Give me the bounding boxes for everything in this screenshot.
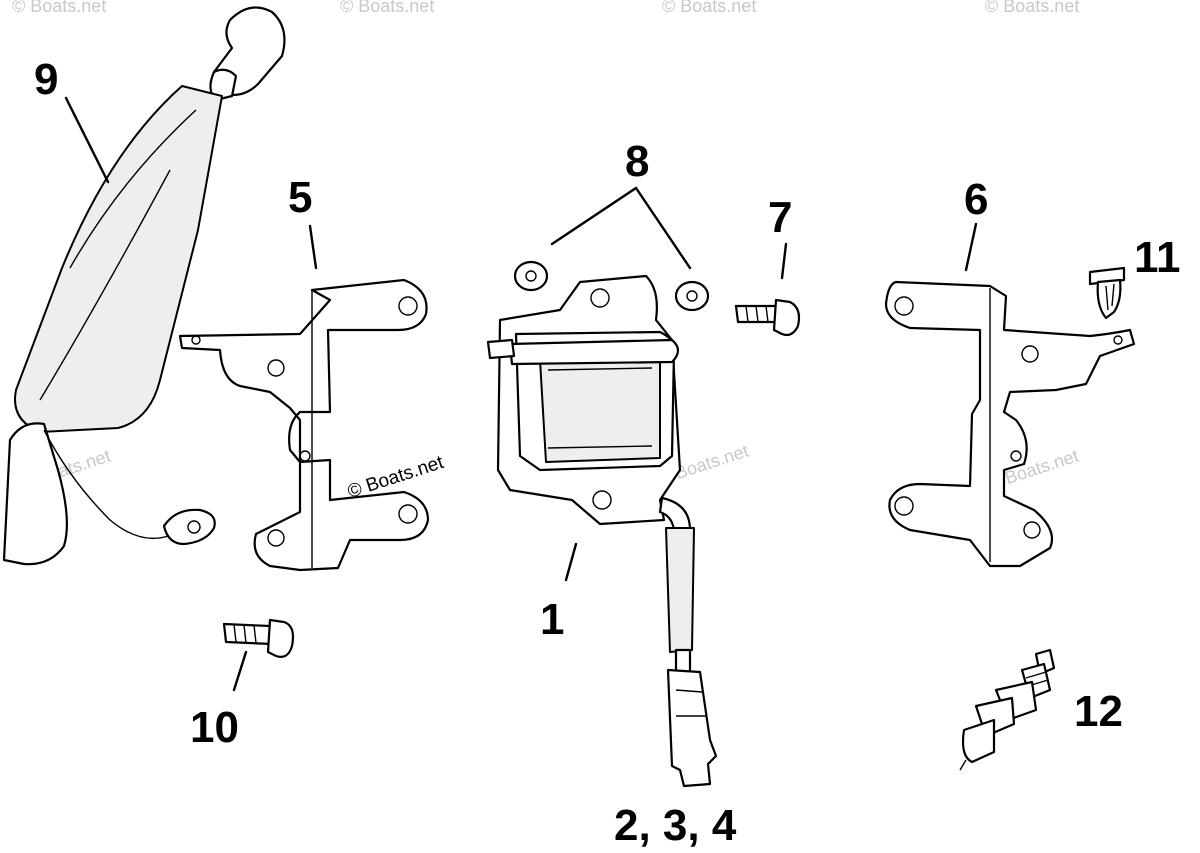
left-bracket[interactable] (178, 278, 430, 572)
callout-12: 12 (1074, 687, 1123, 736)
right-bracket[interactable] (884, 280, 1136, 568)
washers[interactable] (513, 260, 710, 312)
leader-6 (964, 222, 978, 272)
watermark-top-3: © Boats.net (662, 0, 756, 16)
leader-8 (550, 186, 692, 270)
leader-7 (780, 242, 788, 280)
leader-10 (232, 650, 248, 692)
ignition-coil[interactable] (486, 274, 718, 788)
leader-9 (64, 96, 110, 184)
callout-10: 10 (190, 703, 239, 752)
callout-8: 8 (625, 137, 649, 186)
watermark-top-left: © Boats.net (12, 0, 106, 16)
leader-5 (308, 224, 318, 270)
callout-6: 6 (964, 175, 988, 224)
callout-1: 1 (540, 595, 564, 644)
screw-upper[interactable] (734, 298, 801, 337)
callout-2-3-4: 2, 3, 4 (614, 801, 737, 850)
callout-labels: 9 5 8 7 6 11 1 10 12 2, 3, 4 (34, 55, 1181, 850)
screw-lower[interactable] (222, 618, 295, 658)
callout-9: 9 (34, 55, 58, 104)
callout-11: 11 (1134, 233, 1181, 282)
callout-5: 5 (288, 173, 312, 222)
watermark-top-right: © Boats.net (985, 0, 1079, 16)
leader-1 (564, 542, 578, 582)
clip[interactable] (1088, 266, 1126, 320)
spark-plug[interactable] (959, 648, 1056, 771)
callout-7: 7 (768, 193, 792, 242)
spark-plug-lead[interactable] (2, 6, 286, 566)
watermark-top-2: © Boats.net (340, 0, 434, 16)
